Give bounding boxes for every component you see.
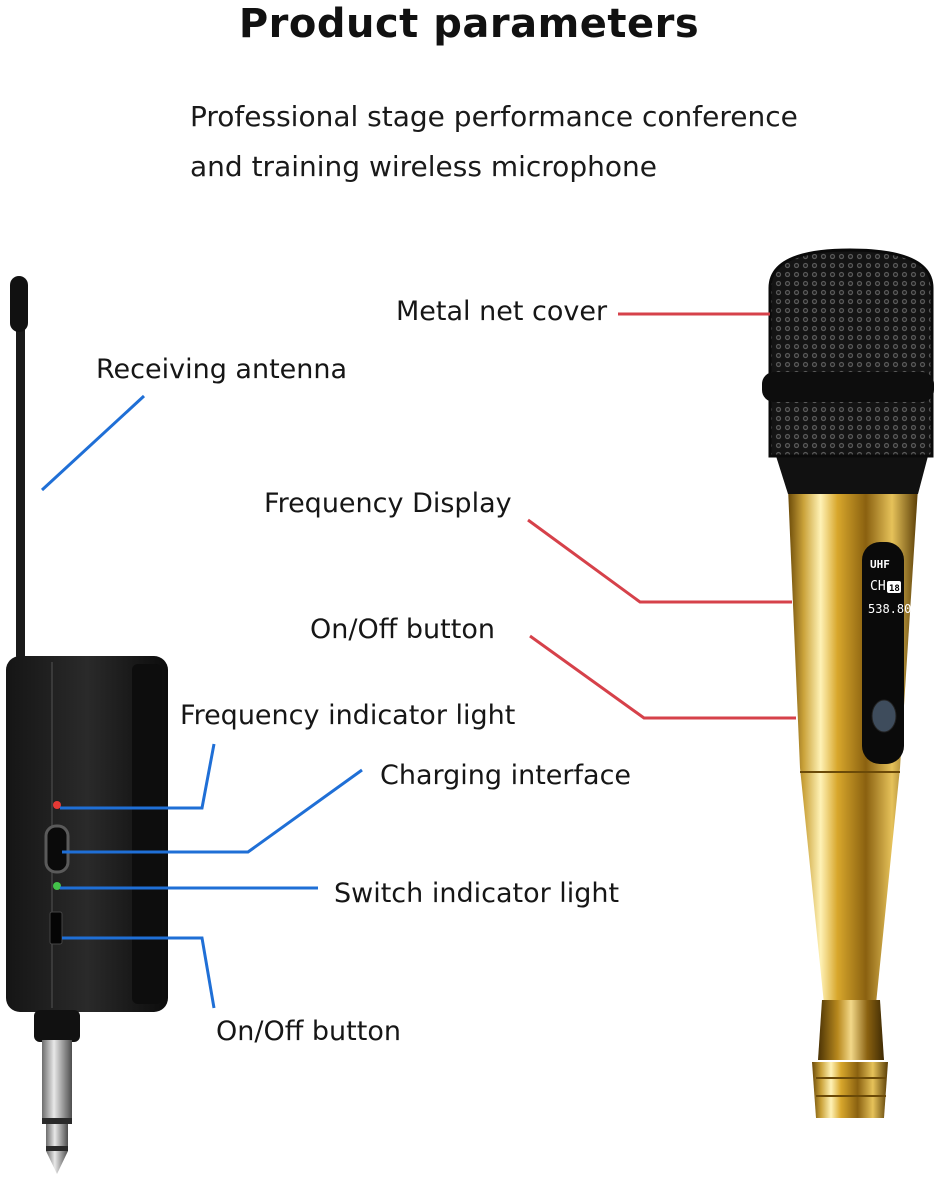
usb-c-port[interactable] (44, 824, 70, 874)
metal-net-cover (768, 248, 934, 458)
jack-collar (34, 1010, 80, 1042)
antenna-rod (16, 300, 25, 660)
receiver-leader-lines (40, 394, 363, 1009)
jack-tip (46, 1151, 68, 1174)
leader-antenna (40, 394, 146, 492)
label-switch-indicator-light: Switch indicator light (334, 878, 620, 909)
leader-frequency-light (60, 743, 216, 810)
receiver-body (6, 656, 168, 1012)
grille-band (762, 372, 934, 402)
leader-mic-on-off (529, 634, 796, 720)
display-channel: 18 (889, 584, 900, 594)
label-receiving-antenna: Receiving antenna (96, 354, 348, 385)
microphone: UHF CH 18 538.80 (762, 248, 934, 1118)
display-channel-prefix: CH (870, 579, 886, 594)
product-subtitle: Professional stage performance conferenc… (190, 92, 890, 192)
label-metal-net-cover: Metal net cover (396, 296, 608, 327)
audio-jack (42, 1040, 72, 1120)
receiver-unit (6, 276, 168, 1174)
display-channel-badge (887, 581, 901, 593)
leader-charging (62, 768, 363, 854)
receiver-side-panel (132, 664, 162, 1004)
frequency-indicator-light (53, 801, 61, 809)
label-frequency-display: Frequency Display (264, 488, 512, 519)
leader-receiver-on-off (62, 936, 216, 1009)
receiver-power-switch[interactable] (49, 911, 63, 945)
leader-frequency-display (527, 518, 792, 604)
label-frequency-indicator-light: Frequency indicator light (180, 700, 516, 731)
label-charging-interface: Charging interface (380, 760, 632, 791)
display-frequency: 538.80 (868, 602, 911, 616)
mic-on-off-button[interactable] (871, 699, 897, 733)
mic-neck (776, 456, 928, 494)
label-mic-on-off-button: On/Off button (310, 614, 495, 645)
mic-leader-lines (527, 312, 796, 720)
mic-connector (812, 1062, 888, 1118)
antenna-tip (10, 276, 28, 332)
label-receiver-on-off-button: On/Off button (216, 1016, 401, 1047)
subtitle-line-1: Professional stage performance conferenc… (190, 100, 798, 133)
switch-indicator-light (53, 882, 61, 890)
mic-tail (818, 1000, 884, 1060)
subtitle-line-2: and training wireless microphone (190, 150, 657, 183)
display-band: UHF (870, 558, 890, 571)
page-title: Product parameters (238, 1, 700, 47)
